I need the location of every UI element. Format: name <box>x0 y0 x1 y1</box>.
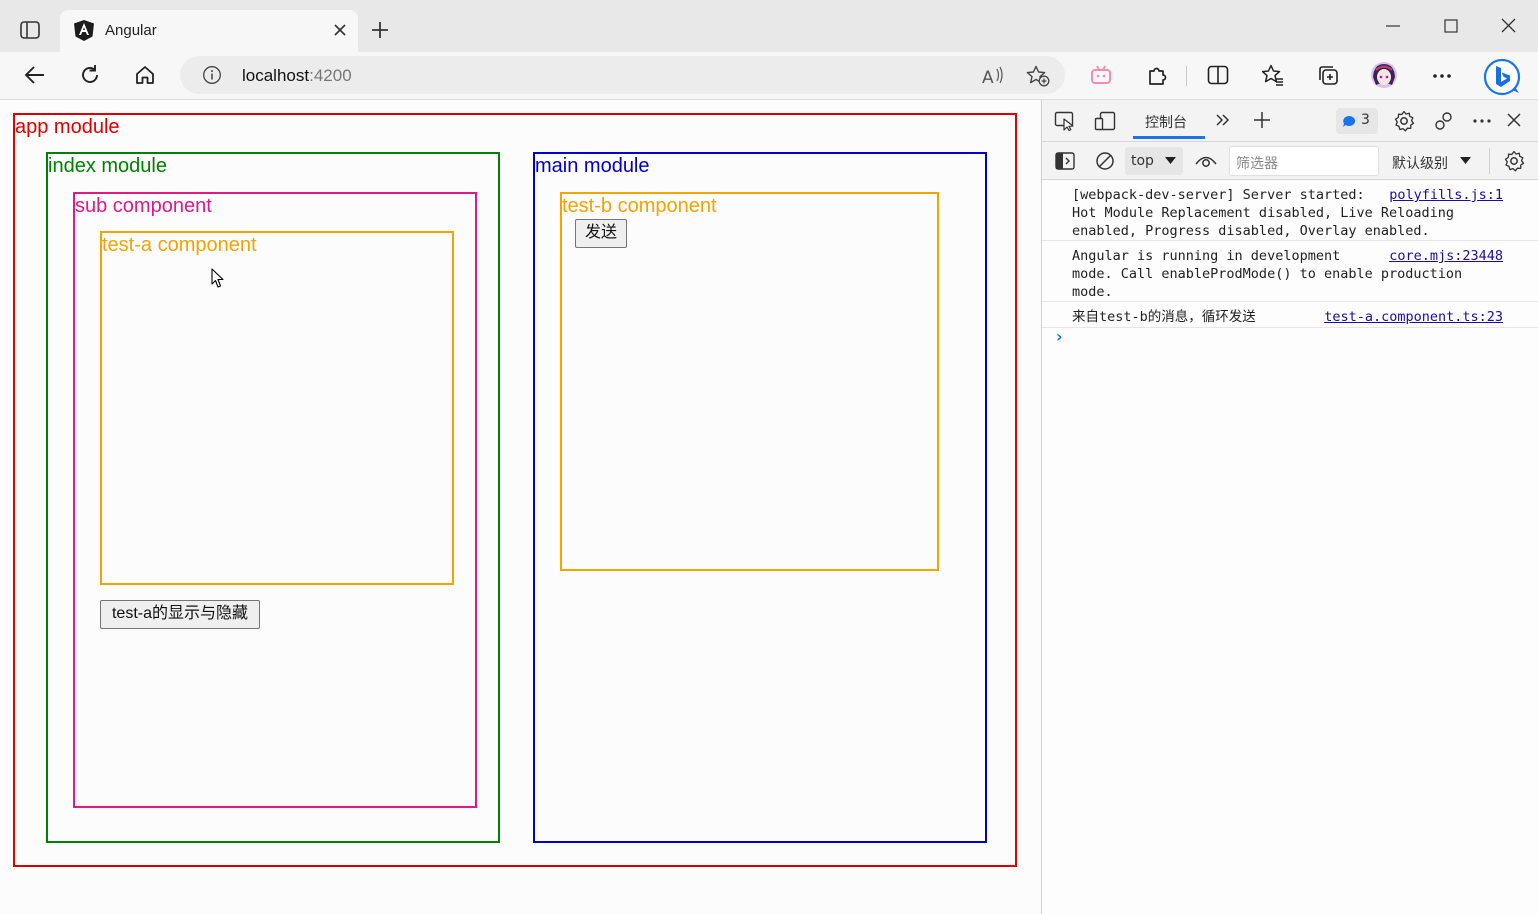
test-a-component-label: test-a component <box>102 234 257 256</box>
console-settings-icon[interactable] <box>1503 150 1525 172</box>
test-b-component-label: test-b component <box>562 195 717 217</box>
inspect-element-icon[interactable] <box>1054 111 1076 131</box>
new-tab-icon[interactable] <box>370 20 390 40</box>
devtools-settings-icon[interactable] <box>1393 110 1415 132</box>
extensions-icon[interactable] <box>1146 64 1168 86</box>
page-viewport: app module index module sub component te… <box>0 100 1041 914</box>
close-window-icon[interactable] <box>1501 18 1516 33</box>
console-message-source[interactable]: core.mjs:23448 <box>1389 248 1503 264</box>
toggle-test-a-button[interactable]: test-a的显示与隐藏 <box>100 600 260 629</box>
filter-placeholder: 筛选器 <box>1236 156 1278 172</box>
issues-count: 3 <box>1361 112 1370 128</box>
url-port: :4200 <box>309 66 352 85</box>
app-module-label: app module <box>15 116 120 138</box>
favorite-add-icon[interactable] <box>1026 65 1050 87</box>
url-text[interactable]: localhost:4200 <box>242 66 352 86</box>
devtools-tabbar: 控制台 3 <box>1042 100 1538 142</box>
devtools-panel: 控制台 3 top 筛选器 默认级别 [webpack-dev-serve <box>1041 100 1538 914</box>
url-host: localhost <box>242 66 310 85</box>
profile-avatar[interactable] <box>1370 61 1398 89</box>
favorites-icon[interactable] <box>1262 64 1284 86</box>
console-message-text: [webpack-dev-server] Server started: Hot… <box>1072 187 1455 239</box>
sidebar-toggle-icon[interactable] <box>1055 152 1075 170</box>
test-b-component-box: test-b component <box>560 192 939 571</box>
bilibili-extension-icon[interactable] <box>1090 65 1112 85</box>
svg-text:A: A <box>982 68 994 86</box>
toolbar-divider <box>1186 66 1187 86</box>
tab-actions-icon[interactable] <box>20 21 40 39</box>
console-message-text: 来自test-b的消息，循环发送 <box>1072 309 1256 325</box>
context-value: top <box>1131 153 1154 169</box>
split-screen-icon[interactable] <box>1207 65 1229 85</box>
console-prompt[interactable]: › <box>1056 327 1063 346</box>
site-info-icon[interactable] <box>202 65 222 85</box>
console-message-source[interactable]: polyfills.js:1 <box>1389 187 1503 203</box>
tab-console[interactable]: 控制台 <box>1145 115 1187 131</box>
context-selector[interactable]: top <box>1125 147 1183 175</box>
more-tabs-icon[interactable] <box>1215 113 1231 127</box>
devtools-more-icon[interactable] <box>1472 118 1492 124</box>
index-module-label: index module <box>48 155 167 177</box>
mouse-cursor-icon <box>211 268 224 288</box>
sub-component-box: sub component <box>73 192 477 808</box>
close-tab-icon[interactable] <box>330 20 350 40</box>
add-tool-icon[interactable] <box>1253 111 1271 129</box>
message-icon <box>1343 115 1356 127</box>
device-emulation-icon[interactable] <box>1094 111 1116 131</box>
console-filter-input[interactable]: 筛选器 <box>1229 146 1379 176</box>
console-message: Angular is running in development mode. … <box>1042 243 1538 302</box>
filter-divider <box>1489 148 1490 174</box>
clear-console-icon[interactable] <box>1095 151 1115 171</box>
console-message-text: Angular is running in development mode. … <box>1072 248 1463 300</box>
console-message: [webpack-dev-server] Server started: Hot… <box>1042 182 1538 241</box>
chevron-down-icon <box>1165 157 1176 164</box>
read-aloud-icon[interactable]: A <box>982 66 1004 86</box>
console-message-source[interactable]: test-a.component.ts:23 <box>1324 309 1503 325</box>
issues-badge[interactable]: 3 <box>1336 108 1378 134</box>
customize-icon[interactable] <box>1433 110 1455 132</box>
log-level-dropdown[interactable]: 默认级别 <box>1387 147 1477 175</box>
live-expression-eye-icon[interactable] <box>1195 152 1217 170</box>
console-message: 来自test-b的消息，循环发送 test-a.component.ts:23 <box>1042 304 1538 328</box>
main-module-box: main module <box>533 152 987 843</box>
back-icon[interactable] <box>24 65 46 85</box>
more-options-icon[interactable] <box>1432 73 1452 79</box>
main-module-label: main module <box>535 155 650 177</box>
refresh-icon[interactable] <box>79 64 101 86</box>
chevron-down-icon <box>1460 157 1471 164</box>
maximize-icon[interactable] <box>1444 19 1458 33</box>
devtools-close-icon[interactable] <box>1506 112 1522 128</box>
log-level-value: 默认级别 <box>1392 156 1448 172</box>
browser-titlebar: Angular <box>0 0 1538 52</box>
angular-logo-icon <box>74 20 94 41</box>
browser-toolbar: localhost:4200 A <box>0 52 1538 100</box>
address-bar[interactable]: localhost:4200 A <box>180 56 1065 94</box>
index-module-box: index module <box>46 152 500 843</box>
collections-icon[interactable] <box>1317 64 1339 86</box>
app-module-box: app module <box>13 113 1017 867</box>
minimize-icon[interactable] <box>1386 24 1400 28</box>
sub-component-label: sub component <box>75 195 212 217</box>
send-button[interactable]: 发送 <box>575 219 627 248</box>
bing-copilot-icon[interactable] <box>1482 57 1522 97</box>
test-a-component-box: test-a component <box>100 231 454 585</box>
browser-tab[interactable]: Angular <box>60 10 358 52</box>
home-icon[interactable] <box>134 64 156 86</box>
tab-title: Angular <box>105 22 157 39</box>
tab-console-underline <box>1133 136 1205 139</box>
console-filterbar: top 筛选器 默认级别 <box>1042 142 1538 180</box>
